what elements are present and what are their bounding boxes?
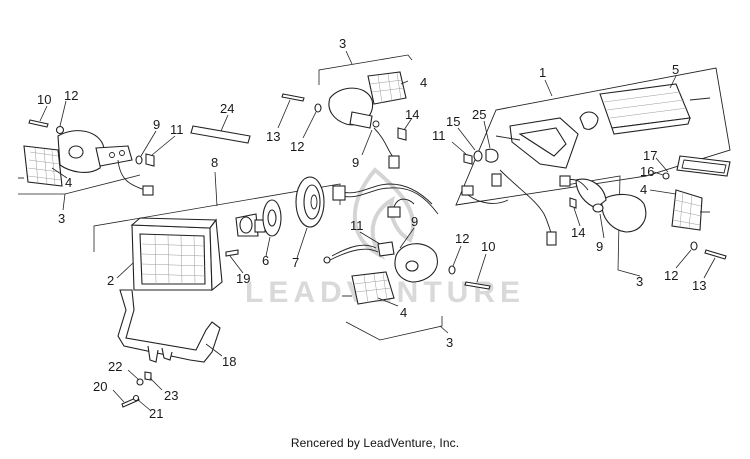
- callout-11-left: 11: [170, 122, 184, 137]
- washer-15: [473, 150, 483, 162]
- callout-12-bottom: 12: [455, 231, 469, 246]
- washer-12: [55, 125, 65, 135]
- callout-10-left: 10: [37, 92, 51, 107]
- bolt-10: [28, 119, 49, 128]
- tail-light-assembly: [451, 67, 731, 246]
- bottom-turn-signal-assembly: [323, 183, 491, 341]
- callout-3-bottom: 3: [446, 335, 453, 350]
- callout-13-right: 13: [692, 278, 706, 293]
- callout-25: 25: [472, 107, 486, 122]
- callout-17: 17: [643, 148, 657, 163]
- watermark-flame-logo: [352, 167, 416, 260]
- callout-7: 7: [292, 255, 299, 270]
- washer-12-bottom: [448, 265, 456, 275]
- headlight-assembly: [93, 171, 341, 292]
- turn-signal-lens-right: [671, 189, 703, 231]
- callout-12-right: 12: [664, 268, 678, 283]
- screw-19: [225, 249, 239, 257]
- callout-20: 20: [93, 379, 107, 394]
- callout-18: 18: [222, 354, 236, 369]
- callout-3-left: 3: [58, 211, 65, 226]
- screw-16: [662, 172, 670, 180]
- turn-signal-housing-right: [601, 193, 647, 233]
- right-turn-signal-assembly: [559, 155, 731, 279]
- top-turn-signal-assembly: [277, 50, 413, 169]
- callout-2: 2: [107, 273, 114, 288]
- callout-10-bottom: 10: [481, 239, 495, 254]
- washer-12-top: [314, 103, 322, 113]
- bolt-13-right: [704, 249, 727, 260]
- callout-9-top: 9: [352, 155, 359, 170]
- callout-3-right: 3: [636, 274, 643, 289]
- callout-1: 1: [539, 65, 546, 80]
- turn-signal-lens-top: [367, 71, 407, 105]
- callout-13-top: 13: [266, 129, 280, 144]
- callout-8: 8: [211, 155, 218, 170]
- callout-4-top: 4: [420, 75, 427, 90]
- spacer-25: [485, 148, 499, 163]
- callout-16: 16: [640, 164, 654, 179]
- callout-11-tail: 11: [432, 128, 446, 143]
- callout-3-top: 3: [339, 36, 346, 51]
- bolt-10-bottom: [464, 281, 491, 290]
- callout-19: 19: [236, 271, 250, 286]
- callout-6: 6: [262, 253, 269, 268]
- callout-14-top: 14: [405, 107, 419, 122]
- trim-strip-24: [190, 114, 251, 144]
- nut-11-tail: [463, 153, 473, 165]
- nut-11: [145, 153, 155, 167]
- bolt-13-top: [281, 93, 305, 102]
- callout-24: 24: [220, 101, 234, 116]
- callout-9-right: 9: [596, 239, 603, 254]
- washer-12-right: [690, 241, 698, 251]
- callout-12-top: 12: [290, 139, 304, 154]
- washer-22: [136, 378, 144, 386]
- callout-23: 23: [164, 388, 178, 403]
- footer-credit: Rencered by LeadVenture, Inc.: [290, 436, 460, 450]
- nut-14-top: [397, 127, 407, 141]
- nut-23: [144, 371, 152, 381]
- bulb-socket-11: [377, 241, 395, 257]
- callout-11-center: 11: [350, 218, 364, 233]
- callout-9-center: 9: [411, 214, 418, 229]
- left-turn-signal-assembly: [18, 100, 176, 211]
- turn-signal-lens-bottom: [351, 271, 395, 305]
- callout-9-left: 9: [153, 117, 160, 132]
- callout-22: 22: [108, 359, 122, 374]
- headlight-bracket-18: [112, 289, 223, 411]
- callout-12-left: 12: [64, 88, 78, 103]
- washer-21: [132, 394, 140, 402]
- nut-14-right: [569, 197, 577, 209]
- callout-14-right: 14: [571, 225, 585, 240]
- connector: [332, 185, 346, 201]
- callout-15: 15: [446, 114, 460, 129]
- callout-21: 21: [149, 406, 163, 421]
- washer-9: [135, 155, 143, 165]
- callout-4-bottom: 4: [400, 305, 407, 320]
- turn-signal-lens: [23, 145, 63, 187]
- callout-4-left: 4: [65, 175, 72, 190]
- callout-5: 5: [672, 62, 679, 77]
- callout-4-right: 4: [640, 182, 647, 197]
